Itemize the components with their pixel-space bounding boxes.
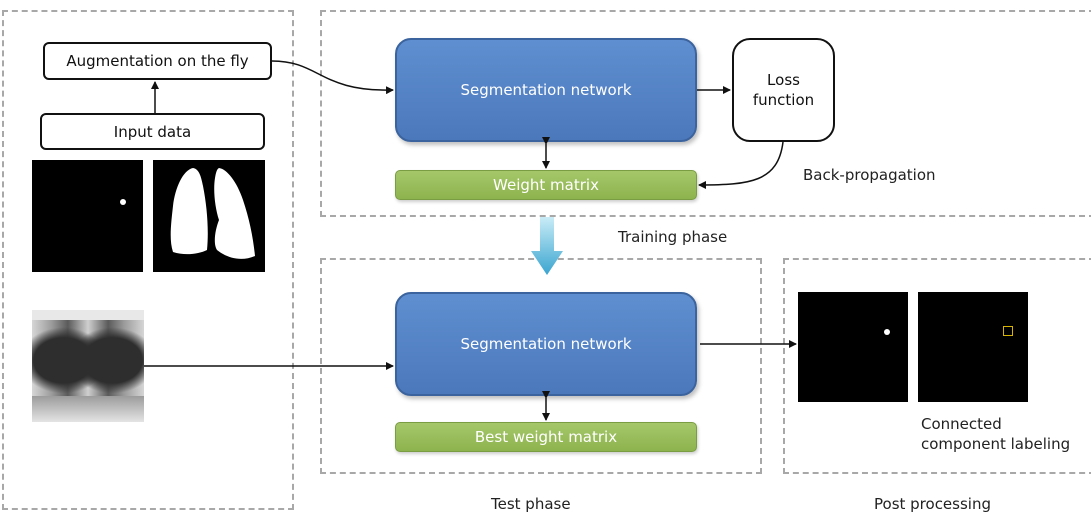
left-data-region — [2, 10, 294, 510]
backprop-arrow — [698, 141, 784, 189]
nodule-mask-image — [32, 160, 143, 272]
loss-function-box: Loss function — [732, 38, 835, 142]
best-weight-label: Best weight matrix — [474, 428, 618, 446]
training-segmentation-label: Segmentation network — [460, 81, 632, 99]
phase-transition-arrow — [531, 217, 563, 275]
weight-matrix-bar: Weight matrix — [395, 170, 697, 200]
augmentation-label: Augmentation on the fly — [66, 52, 249, 70]
test-phase-label: Test phase — [491, 495, 571, 513]
loss-label-line2: function — [752, 91, 815, 109]
post-processing-label: Post processing — [874, 495, 991, 513]
backprop-label: Back-propagation — [803, 166, 936, 184]
prediction-output-image — [798, 292, 908, 402]
chest-xray-image — [32, 310, 144, 422]
lung-mask-image — [153, 160, 265, 272]
loss-label-line1: Loss — [767, 71, 800, 89]
ccl-line1: Connected — [921, 415, 1002, 433]
training-phase-region — [320, 10, 1091, 217]
weight-matrix-label: Weight matrix — [493, 176, 599, 194]
input-data-box: Input data — [40, 113, 265, 150]
test-segmentation-label: Segmentation network — [460, 335, 632, 353]
training-segmentation-network: Segmentation network — [395, 38, 697, 142]
augmentation-box: Augmentation on the fly — [43, 42, 272, 80]
ccl-line2: component labeling — [921, 435, 1071, 453]
labeled-output-image — [918, 292, 1028, 402]
input-data-label: Input data — [113, 122, 192, 141]
training-phase-label: Training phase — [618, 228, 728, 246]
ccl-label: Connected component labeling — [921, 414, 1070, 454]
augmentation-to-network-arrow — [271, 60, 394, 95]
post-processing-region — [783, 258, 1091, 474]
best-weight-matrix-bar: Best weight matrix — [395, 422, 697, 452]
